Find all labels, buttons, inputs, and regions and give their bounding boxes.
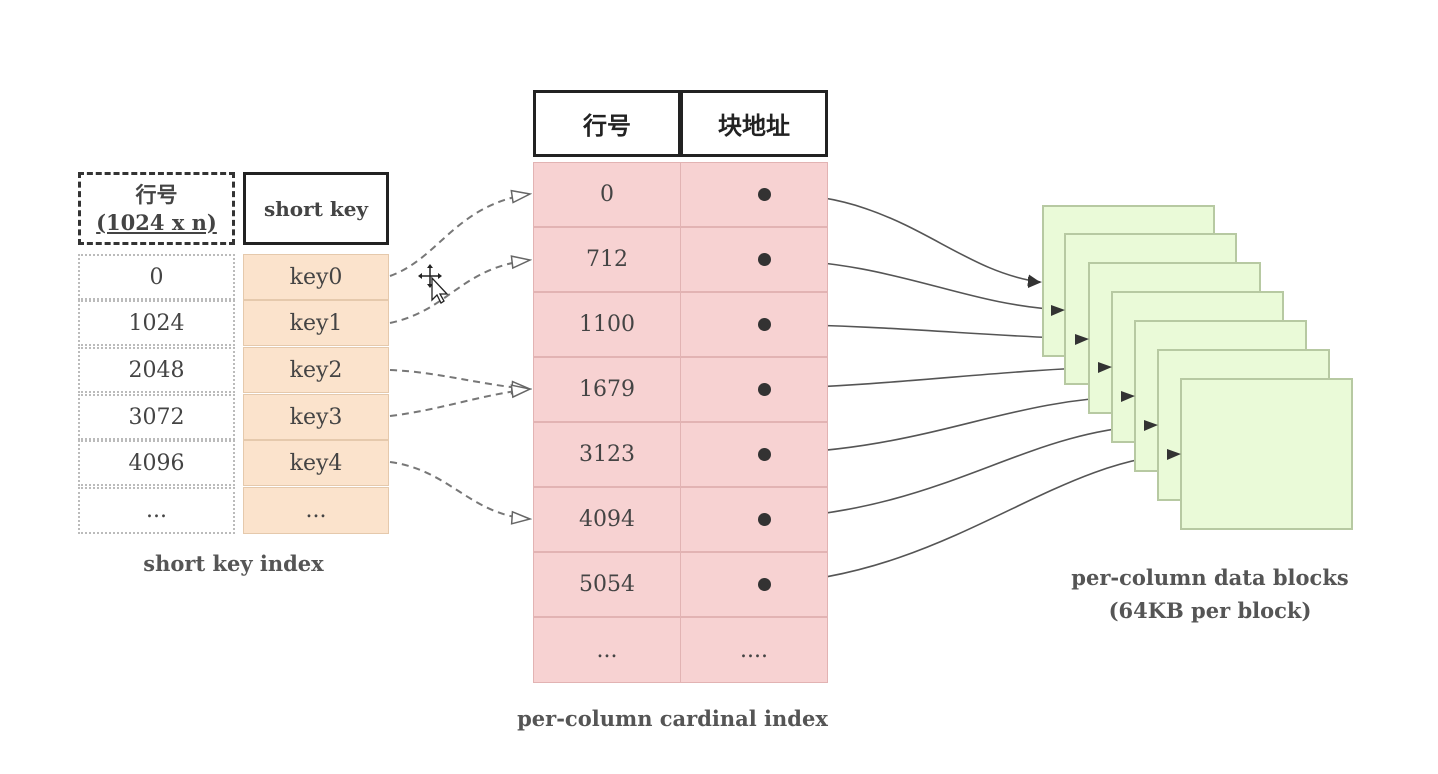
key0-link <box>389 194 530 277</box>
data-blocks-caption-line1: per-column data blocks <box>1071 565 1349 590</box>
row-number-cell: 3072 <box>78 394 235 440</box>
data-block <box>1180 378 1353 530</box>
key1-link <box>389 260 530 324</box>
block-link-6 <box>764 448 1181 585</box>
cardinal-block-cell: .... <box>680 617 828 683</box>
cardinal-row-cell: 5054 <box>533 552 681 617</box>
cardinal-block-header: 块地址 <box>680 90 828 157</box>
key4-link <box>389 461 530 519</box>
cardinal-row-cell: 3123 <box>533 422 681 487</box>
data-blocks-caption-line2: (64KB per block) <box>1108 598 1312 623</box>
short-key-cell: key0 <box>243 254 389 300</box>
row-number-cell: 0 <box>78 254 235 300</box>
cardinal-block-cell <box>680 162 828 227</box>
cardinal-block-cell <box>680 227 828 292</box>
cardinal-row-cell: ... <box>533 617 681 683</box>
cardinal-row-cell: 1100 <box>533 292 681 357</box>
key3-link <box>389 389 530 417</box>
block-pointer-dot <box>758 448 771 461</box>
cardinal-row-cell: 1679 <box>533 357 681 422</box>
cardinal-block-cell <box>680 422 828 487</box>
row-number-subtitle: (1024 x n) <box>96 209 217 235</box>
cardinal-block-cell <box>680 292 828 357</box>
cardinal-row-cell: 4094 <box>533 487 681 552</box>
cardinal-row-header: 行号 <box>533 90 681 157</box>
block-pointer-dot <box>758 383 771 396</box>
cardinal-block-cell <box>680 357 828 422</box>
cardinal-block-cell <box>680 552 828 617</box>
cardinal-index-caption: per-column cardinal index <box>517 706 828 731</box>
short-key-header: short key <box>243 172 389 245</box>
block-pointer-dot <box>758 578 771 591</box>
cardinal-block-cell <box>680 487 828 552</box>
short-key-cell: key4 <box>243 440 389 486</box>
block-pointer-dot <box>758 318 771 331</box>
short-key-row-header: 行号 (1024 x n) <box>78 172 235 245</box>
cardinal-row-cell: 712 <box>533 227 681 292</box>
short-key-cell: key3 <box>243 394 389 440</box>
block-pointer-dot <box>758 513 771 526</box>
row-number-cell: ... <box>78 487 235 534</box>
block-pointer-dot <box>758 188 771 201</box>
row-number-cell: 2048 <box>78 347 235 393</box>
short-key-cell: key1 <box>243 300 389 346</box>
row-number-cell: 4096 <box>78 440 235 486</box>
block-pointer-dot <box>758 253 771 266</box>
key2-link <box>389 369 530 389</box>
row-number-cell: 1024 <box>78 300 235 346</box>
short-key-cell: ... <box>243 487 389 534</box>
block-link-5 <box>764 419 1158 520</box>
short-key-index-caption: short key index <box>143 551 324 576</box>
cardinal-row-cell: 0 <box>533 162 681 227</box>
mouse-cursor-icon <box>418 264 449 304</box>
row-number-header: 行号 <box>135 181 178 207</box>
short-key-cell: key2 <box>243 347 389 393</box>
